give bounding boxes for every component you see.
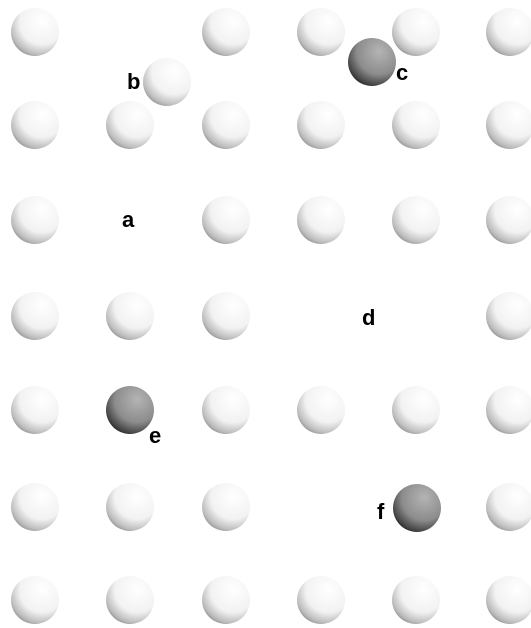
lattice-atom — [202, 483, 250, 531]
lattice-atom — [11, 576, 59, 624]
lattice-atom — [202, 576, 250, 624]
lattice-atom — [11, 8, 59, 56]
interstitial-atom — [143, 58, 191, 106]
label-e: e — [149, 423, 161, 448]
lattice-atom — [486, 483, 531, 531]
lattice-atom — [392, 576, 440, 624]
lattice-atom — [202, 196, 250, 244]
lattice-atom — [392, 386, 440, 434]
lattice-atom — [11, 386, 59, 434]
lattice-atom — [202, 292, 250, 340]
label-a: a — [122, 207, 135, 232]
lattice-atom — [106, 101, 154, 149]
atoms-layer — [11, 8, 531, 624]
lattice-atom — [486, 101, 531, 149]
lattice-atom — [11, 292, 59, 340]
lattice-atom — [297, 196, 345, 244]
lattice-atom — [392, 8, 440, 56]
lattice-atom — [297, 101, 345, 149]
lattice-atom — [297, 386, 345, 434]
lattice-atom — [11, 101, 59, 149]
lattice-atom — [486, 576, 531, 624]
lattice-atom — [392, 101, 440, 149]
impurity-atom — [393, 484, 441, 532]
label-d: d — [362, 305, 375, 330]
lattice-atom — [202, 386, 250, 434]
impurity-atom — [106, 386, 154, 434]
label-f: f — [377, 499, 385, 524]
lattice-atom — [297, 8, 345, 56]
lattice-atom — [11, 196, 59, 244]
lattice-atom — [486, 292, 531, 340]
interstitial-impurity-atom — [348, 38, 396, 86]
lattice-atom — [11, 483, 59, 531]
lattice-atom — [297, 576, 345, 624]
label-b: b — [127, 69, 140, 94]
lattice-atom — [202, 8, 250, 56]
lattice-atom — [106, 292, 154, 340]
lattice-atom — [486, 196, 531, 244]
lattice-atom — [392, 196, 440, 244]
lattice-atom — [106, 576, 154, 624]
lattice-atom — [106, 483, 154, 531]
lattice-atom — [486, 8, 531, 56]
lattice-atom — [486, 386, 531, 434]
lattice-atom — [202, 101, 250, 149]
label-c: c — [396, 60, 408, 85]
